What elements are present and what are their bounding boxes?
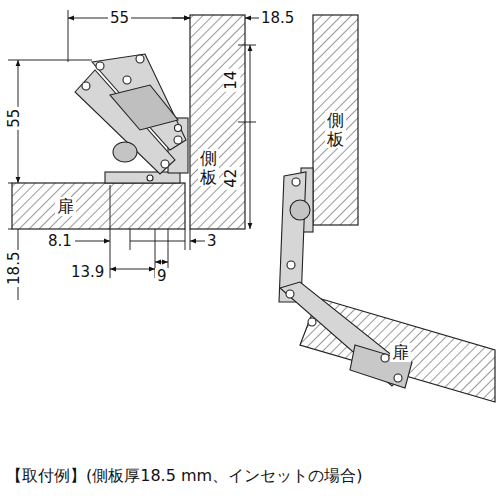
dimension-label: 13.9 bbox=[69, 264, 106, 281]
dimension-label: 42 bbox=[223, 167, 240, 190]
hinge bbox=[75, 54, 188, 183]
dimension-label: 18.5 bbox=[259, 10, 296, 27]
side-panel bbox=[190, 15, 245, 229]
part-name: 側板 bbox=[325, 111, 346, 148]
dimension-label: 3 bbox=[205, 233, 219, 250]
part-name: 側板 bbox=[198, 149, 219, 186]
side-panel bbox=[313, 15, 358, 225]
part-name: 扉 bbox=[390, 343, 411, 362]
dimension-label: 8.1 bbox=[46, 233, 74, 250]
door-panel bbox=[12, 183, 185, 229]
dimension-label: 14 bbox=[223, 69, 240, 92]
hinge bbox=[279, 168, 412, 388]
part-name: 扉 bbox=[55, 197, 76, 216]
dimension-lines bbox=[8, 10, 263, 300]
dimension-label: 9 bbox=[155, 268, 169, 285]
dimension-label: 55 bbox=[6, 107, 23, 130]
caption: 【取付例】(側板厚18.5 mm、インセットの場合) bbox=[6, 466, 362, 487]
dimension-label: 18.5 bbox=[6, 250, 23, 287]
dimension-label: 55 bbox=[108, 10, 131, 27]
